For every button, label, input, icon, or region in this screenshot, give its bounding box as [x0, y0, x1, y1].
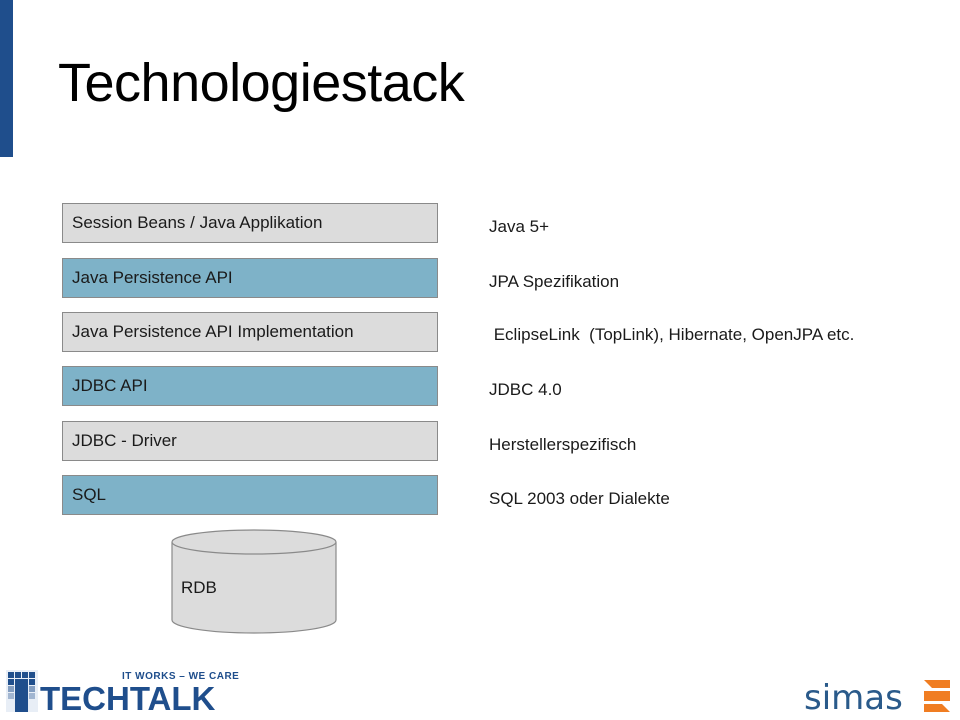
techtalk-name: TECHTALK: [40, 680, 216, 714]
database-cylinder: [171, 529, 337, 634]
techtalk-tagline: IT WORKS – WE CARE: [122, 671, 239, 682]
desc-driver: Herstellerspezifisch: [489, 435, 637, 454]
slide-title: Technologiestack: [58, 53, 465, 113]
accent-bar: [0, 0, 13, 157]
database-label: RDB: [181, 578, 217, 597]
desc-jdbc: JDBC 4.0: [489, 380, 562, 399]
simas-logo: simas: [804, 678, 950, 716]
layer-jpa-implementation: Java Persistence API Implementation: [62, 312, 438, 352]
simas-name: simas: [804, 678, 903, 716]
desc-jpa: JPA Spezifikation: [489, 272, 620, 291]
layer-sql: SQL: [62, 475, 438, 515]
techtalk-logo: IT WORKS – WE CARE TECHTALK: [6, 670, 239, 714]
layer-session-beans: Session Beans / Java Applikation: [62, 203, 438, 243]
layer-jdbc-driver: JDBC - Driver: [62, 421, 438, 461]
layer-jpa: Java Persistence API: [62, 258, 438, 298]
desc-sql: SQL 2003 oder Dialekte: [489, 489, 670, 508]
desc-java: Java 5+: [489, 217, 550, 236]
desc-implementation: EclipseLink (TopLink), Hibernate, OpenJP…: [489, 325, 855, 344]
layer-jdbc-api: JDBC API: [62, 366, 438, 406]
